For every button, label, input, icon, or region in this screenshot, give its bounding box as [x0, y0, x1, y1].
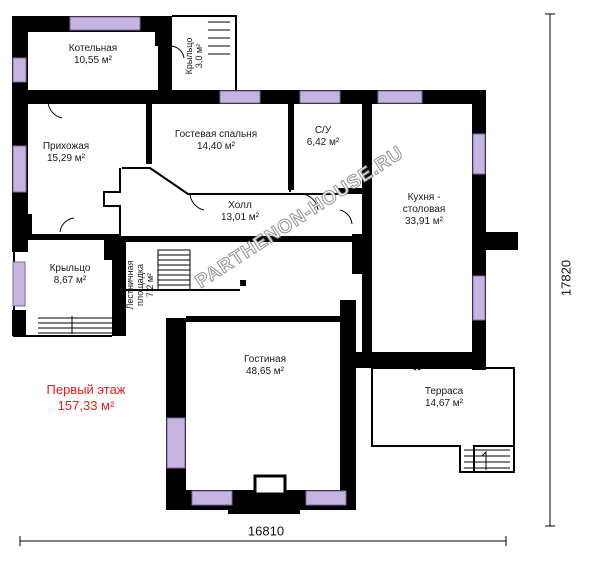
wall-segment: [12, 216, 28, 252]
door-swing: [301, 193, 319, 211]
doors: [47, 45, 431, 371]
room-name-line2: столовая: [402, 204, 446, 215]
wall-segment: [28, 234, 120, 240]
partitions: [13, 15, 515, 473]
door-swing: [339, 209, 353, 225]
room-area: 33,91 м²: [404, 216, 443, 227]
hall-partition: [122, 167, 338, 195]
room-area: 8,67 м²: [53, 275, 87, 286]
wall-segment: [356, 352, 486, 368]
room-label-holl: Холл 13,01 м²: [221, 200, 259, 224]
room-name: Кухня -: [407, 192, 441, 203]
room-area: 7,2 м²: [145, 272, 155, 298]
wall-segment: [472, 90, 486, 370]
window: [12, 261, 26, 307]
room-area: 14,40 м²: [196, 141, 236, 152]
room-name: Прихожая: [42, 141, 90, 152]
room-label-gostevaya: Гостевая спальня 14,40 м²: [175, 129, 257, 153]
wall-segment: [340, 300, 356, 510]
wall-segment: [155, 16, 172, 46]
window: [299, 90, 341, 104]
window: [472, 275, 486, 321]
room-area: 3,0 м²: [194, 43, 204, 69]
window: [472, 133, 486, 175]
windows: [12, 16, 486, 506]
room-name: Лестничная: [125, 260, 135, 310]
wall-segment: [112, 236, 126, 336]
room-label-su: С/У 6,42 м²: [307, 125, 339, 149]
wall-segment: [240, 280, 246, 286]
floor-title: Первый этаж 157,33 м²: [46, 382, 125, 414]
room-label-lestnichnaya: Лестничная площадка 7,2 м²: [125, 260, 155, 309]
room-name-line2: площадка: [135, 263, 145, 307]
room-name: Гостиная: [244, 354, 286, 365]
room-label-gostinaya: Гостиная 48,65 м²: [244, 354, 286, 378]
wall-segment: [158, 46, 172, 90]
room-label-kuhnya: Кухня - столовая 33,91 м²: [403, 192, 446, 228]
window: [191, 490, 233, 506]
room-area: 48,65 м²: [245, 366, 285, 377]
door-swing: [189, 193, 205, 211]
room-label-terrasa: Терраса 14,67 м²: [425, 386, 463, 410]
wall-segment: [338, 188, 362, 194]
room-name: С/У: [314, 125, 332, 136]
room-name: Холл: [228, 200, 252, 211]
wall-segment: [28, 90, 158, 102]
room-name: Крыльцо: [184, 37, 194, 75]
height-dimension: 17820: [558, 257, 574, 299]
door-swing: [59, 217, 75, 233]
door-swing: [47, 101, 63, 119]
wall-segment: [352, 234, 362, 274]
window: [377, 90, 423, 104]
door-swing: [403, 351, 417, 371]
wall-segment: [486, 232, 518, 250]
room-label-krylco-left: Крыльцо 8,67 м²: [50, 263, 91, 287]
room-name: Котельная: [68, 43, 118, 54]
room-label-prihozhaya: Прихожая 15,29 м²: [43, 141, 89, 165]
wall-segment: [26, 214, 32, 236]
room-area: 15,29 м²: [46, 153, 85, 164]
door-swing: [417, 351, 431, 371]
terrace-rail-left: [371, 368, 515, 473]
window: [12, 57, 27, 83]
dimension-lines: [19, 13, 555, 546]
wall-segment: [12, 310, 26, 336]
room-area: 13,01 м²: [220, 212, 260, 223]
stair-arrow: [481, 450, 487, 470]
room-label-kotelnaya: Котельная 10,55 м²: [69, 43, 117, 67]
room-label-krylco-top: Крыльцо 3,0 м²: [184, 38, 204, 75]
room-area: 10,55 м²: [73, 55, 113, 66]
room-name: Терраса: [424, 386, 464, 397]
wall-segment: [166, 318, 186, 510]
room-name: Гостевая спальня: [174, 129, 258, 140]
room-area: 6,42 м²: [306, 137, 340, 148]
floor-total-area: 157,33 м²: [57, 398, 115, 413]
window: [69, 16, 141, 31]
room-area: 14,67 м²: [424, 398, 464, 409]
floor-name: Первый этаж: [46, 382, 126, 397]
door-swing: [169, 45, 185, 59]
stairs: [38, 21, 510, 470]
window: [166, 417, 186, 469]
hall-partition-left: [103, 168, 121, 236]
krylco-top-rail: [172, 15, 237, 90]
fireplace: [253, 474, 287, 496]
window: [305, 490, 347, 506]
window: [219, 90, 261, 104]
wall-segment: [146, 104, 152, 164]
window: [12, 145, 27, 193]
wall-segment: [362, 104, 372, 366]
room-name: Крыльцо: [49, 263, 91, 274]
width-dimension: 16810: [245, 523, 287, 539]
wall-segment: [120, 236, 356, 242]
